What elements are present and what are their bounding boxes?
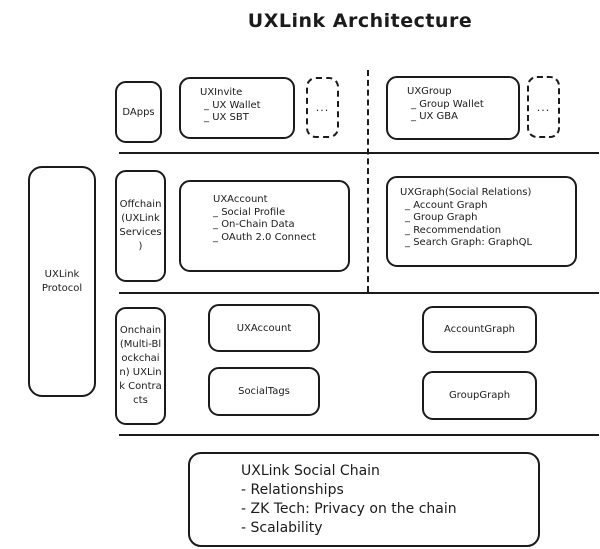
socialtags-contract-box: SocialTags	[208, 367, 320, 416]
layer-label-offchain-text: Offchain (UXLink Services )	[119, 199, 162, 252]
social-chain-item: ZK Tech: Privacy on the chain	[241, 500, 457, 519]
uxgroup-list: UXGroup Group Wallet UX GBA	[407, 86, 484, 124]
uxgroup-item: UX GBA	[407, 111, 484, 124]
accountgraph-contract-label: AccountGraph	[443, 324, 516, 335]
uxgraph-service-title: UXGraph(Social Relations)	[400, 187, 532, 198]
social-chain-item: Scalability	[241, 519, 457, 538]
social-chain-list: UXLink Social Chain Relationships ZK Tec…	[241, 462, 457, 538]
accountgraph-contract-box: AccountGraph	[422, 306, 537, 353]
groupgraph-contract-box: GroupGraph	[422, 371, 537, 420]
uxaccount-service-item: On-Chain Data	[213, 219, 316, 232]
uxaccount-service-title: UXAccount	[213, 194, 268, 205]
protocol-label: UXLink Protocol	[41, 268, 83, 294]
uxgroup-title: UXGroup	[407, 86, 452, 97]
uxgroup-box: UXGroup Group Wallet UX GBA	[386, 76, 520, 140]
more-dapps-right: ...	[527, 76, 560, 138]
social-chain-item: Relationships	[241, 481, 457, 500]
uxinvite-title: UXInvite	[200, 87, 243, 98]
uxinvite-item: UX Wallet	[200, 100, 260, 113]
uxinvite-box: UXInvite UX Wallet UX SBT	[179, 77, 295, 139]
uxaccount-service-list: UXAccount Social Profile On-Chain Data O…	[213, 194, 316, 244]
uxaccount-contract-box: UXAccount	[208, 304, 320, 352]
uxgroup-item: Group Wallet	[407, 99, 484, 112]
layer-label-offchain: Offchain (UXLink Services )	[115, 170, 166, 282]
layer-label-dapps-text: DApps	[122, 106, 155, 118]
uxaccount-service-box: UXAccount Social Profile On-Chain Data O…	[179, 180, 350, 272]
uxgraph-service-item: Recommendation	[400, 225, 532, 238]
protocol-box: UXLink Protocol	[28, 166, 96, 397]
uxinvite-item: UX SBT	[200, 112, 261, 125]
uxaccount-service-item: Social Profile	[213, 207, 316, 220]
uxgraph-service-box: UXGraph(Social Relations) Account Graph …	[386, 176, 577, 267]
layer-divider-middle	[119, 292, 599, 294]
layer-divider-bottom	[119, 434, 599, 436]
layer-label-onchain-text: Onchain (Multi-Blockchain) UXLink Contra…	[119, 325, 162, 406]
diagram-title: UXLink Architecture	[247, 10, 473, 32]
uxgraph-service-item: Search Graph: GraphQL	[400, 237, 532, 250]
layer-label-dapps: DApps	[115, 81, 162, 143]
socialtags-contract-label: SocialTags	[238, 386, 290, 397]
more-dapps-left-text: ...	[315, 101, 330, 114]
uxgraph-service-list: UXGraph(Social Relations) Account Graph …	[400, 187, 532, 250]
more-dapps-right-text: ...	[536, 100, 551, 114]
more-dapps-left: ...	[306, 77, 339, 138]
groupgraph-contract-label: GroupGraph	[448, 390, 511, 401]
layer-label-onchain: Onchain (Multi-Blockchain) UXLink Contra…	[115, 307, 166, 425]
column-divider	[367, 70, 369, 292]
social-chain-title: UXLink Social Chain	[241, 463, 380, 479]
uxaccount-service-item: OAuth 2.0 Connect	[213, 232, 316, 245]
uxgraph-service-item: Group Graph	[400, 212, 532, 225]
layer-divider-top	[119, 152, 599, 154]
uxinvite-list: UXInvite UX Wallet UX SBT	[200, 87, 261, 125]
uxaccount-contract-label: UXAccount	[236, 322, 292, 334]
uxgraph-service-item: Account Graph	[400, 200, 532, 213]
social-chain-box: UXLink Social Chain Relationships ZK Tec…	[188, 452, 540, 547]
